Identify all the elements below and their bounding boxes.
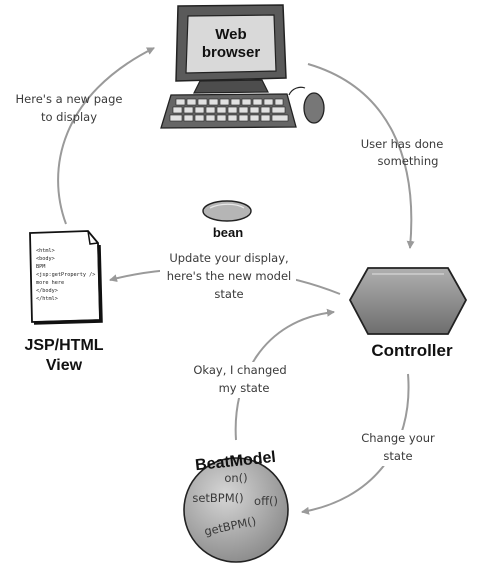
beat-model-node: BeatModel on() setBPM() off() getBPM() xyxy=(183,449,289,563)
label-new-page: Here's a new page to display xyxy=(16,92,123,124)
label-change-state: Change your state xyxy=(358,430,438,466)
keyboard-keys xyxy=(169,98,289,122)
svg-text:something: something xyxy=(378,154,439,168)
model-method-on: on() xyxy=(224,471,247,485)
label-changed-state: Okay, I changed my state xyxy=(190,362,290,398)
svg-text:Here's a new page: Here's a new page xyxy=(16,92,123,106)
svg-text:to display: to display xyxy=(41,110,97,124)
arrow-browser-to-controller xyxy=(307,63,415,249)
browser-label-line1: Web xyxy=(215,26,246,43)
svg-text:state: state xyxy=(383,449,412,463)
svg-text:state: state xyxy=(214,287,243,301)
browser-label-line2: browser xyxy=(202,44,261,61)
model-method-setbpm: setBPM() xyxy=(192,491,243,505)
jsp-view-page: <html> <body> BPM <jsp:getProperty /> mo… xyxy=(24,230,104,374)
bean-label: bean xyxy=(213,225,243,240)
label-user-action: User has done something xyxy=(361,137,444,168)
view-code-line-3: BPM xyxy=(36,264,45,270)
controller-node: Controller xyxy=(348,267,468,360)
arrow-view-to-browser xyxy=(57,47,155,225)
view-code-line-4: <jsp:getProperty /> xyxy=(36,272,95,278)
view-code-line-1: <html> xyxy=(36,248,55,254)
svg-text:Update your display,: Update your display, xyxy=(169,251,288,265)
svg-text:my state: my state xyxy=(219,381,270,395)
mouse-icon xyxy=(303,92,325,124)
svg-text:Okay, I changed: Okay, I changed xyxy=(193,363,286,377)
svg-text:User has done: User has done xyxy=(361,137,444,151)
view-code-line-7: </html> xyxy=(36,296,58,302)
view-code-line-5: more here xyxy=(36,280,64,286)
controller-label: Controller xyxy=(371,341,453,360)
view-label-line1: JSP/HTML xyxy=(24,337,103,354)
view-label-line2: View xyxy=(46,357,83,374)
web-browser-computer: Web browser xyxy=(160,4,325,129)
arrow-controller-to-model xyxy=(301,373,410,515)
bean-node: bean xyxy=(202,200,252,240)
label-update-display: Update your display, here's the new mode… xyxy=(160,249,296,305)
model-sphere xyxy=(183,457,289,563)
view-code-line-2: <body> xyxy=(36,256,55,262)
svg-text:Change your: Change your xyxy=(361,431,435,445)
arrow-model-to-controller xyxy=(234,308,335,441)
model-method-off: off() xyxy=(254,494,278,508)
svg-text:here's the new model: here's the new model xyxy=(167,269,291,283)
view-code-line-6: </body> xyxy=(36,288,58,294)
